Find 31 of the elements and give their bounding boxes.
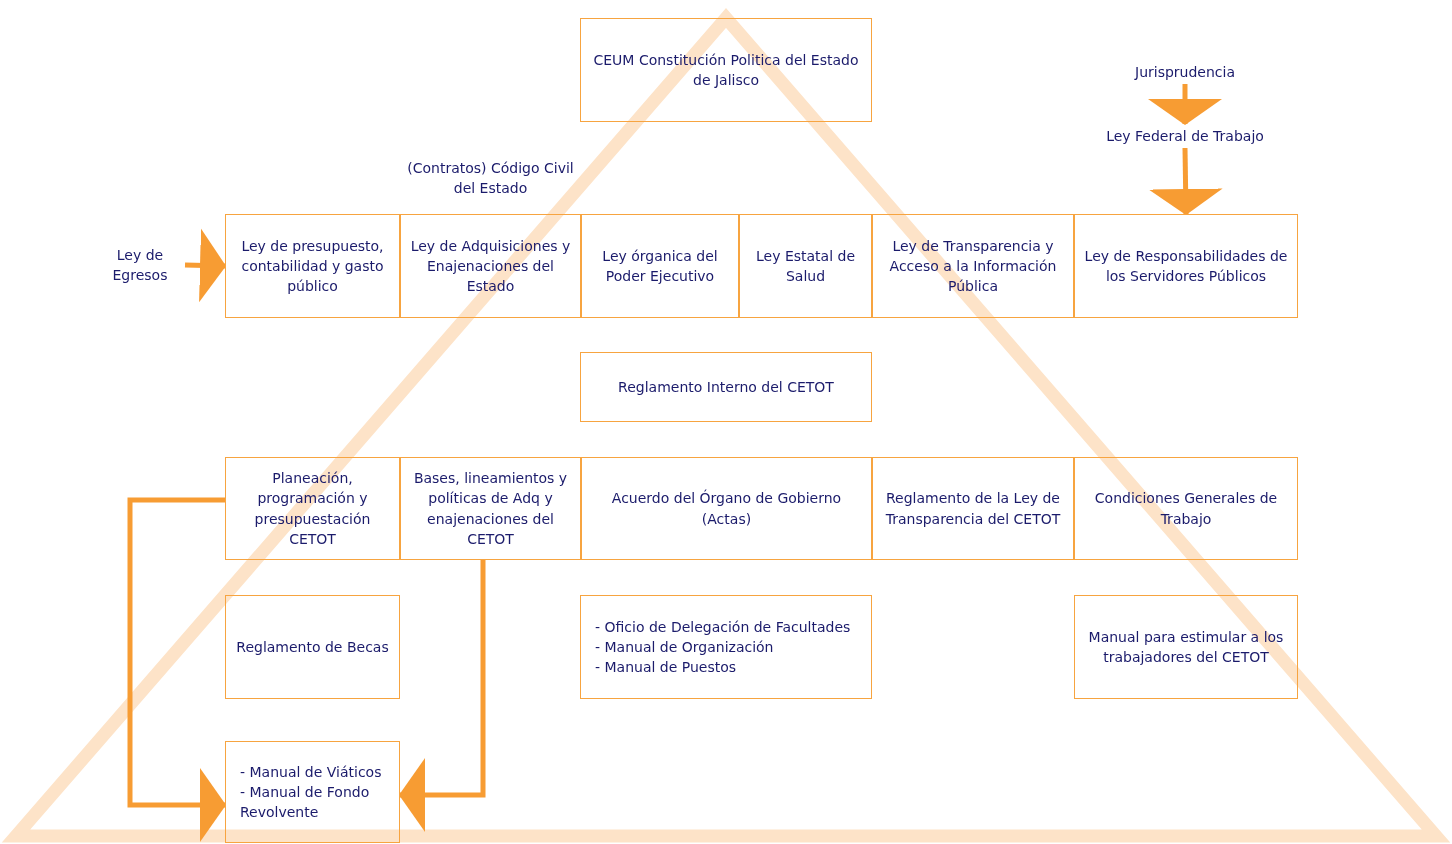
list-item: - Manual de Organización <box>595 637 774 657</box>
arrow <box>1148 147 1223 215</box>
document-box: Ley de Responsabilidades de los Servidores Públicos <box>1074 214 1298 318</box>
document-box <box>580 595 872 699</box>
list-item: - Oficio de Delegación de Facultades <box>595 617 851 637</box>
document-box: CEUM Constitución Politica del Estado de Jalisco <box>580 18 872 122</box>
text-label: Ley de Egresos <box>95 242 185 288</box>
document-box: Ley de presupuesto, contabilidad y gasto público <box>225 214 400 318</box>
arrow <box>399 560 486 832</box>
document-box: Ley de Transparencia y Acceso a la Información Pública <box>872 214 1074 318</box>
document-box: Ley Estatal de Salud <box>739 214 872 318</box>
document-box: Bases, lineamientos y políticas de Adq y enajenaciones del CETOT <box>400 457 581 560</box>
arrow <box>127 497 226 842</box>
list-item: - Manual de Puestos <box>595 658 737 678</box>
arrow <box>184 228 226 303</box>
document-box: Reglamento de la Ley de Transparencia del CETOT <box>872 457 1074 560</box>
document-box: Reglamento Interno del CETOT <box>580 352 872 422</box>
document-box: Acuerdo del Órgano de Gobierno (Actas) <box>581 457 872 560</box>
list-item: - Manual de Viáticos <box>240 762 382 782</box>
document-box: Manual para estimular a los trabajadores del CETOT <box>1074 595 1298 699</box>
arrow <box>1148 84 1222 125</box>
list-item: - Manual de Fondo Revolvente <box>240 782 371 823</box>
document-box: Ley de Adquisiciones y Enajenaciones del Estado <box>400 214 581 318</box>
text-label: (Contratos) Código Civil del Estado <box>406 159 575 199</box>
document-box: Ley órganica del Poder Ejecutivo <box>581 214 739 318</box>
text-label: Ley Federal de Trabajo <box>1080 124 1290 148</box>
text-label: Jurisprudencia <box>1100 60 1270 84</box>
document-box: Condiciones Generales de Trabajo <box>1074 457 1298 560</box>
document-box: Reglamento de Becas <box>225 595 400 699</box>
document-box <box>225 741 400 843</box>
document-box: Planeación, programación y presupuestación CETOT <box>225 457 400 560</box>
